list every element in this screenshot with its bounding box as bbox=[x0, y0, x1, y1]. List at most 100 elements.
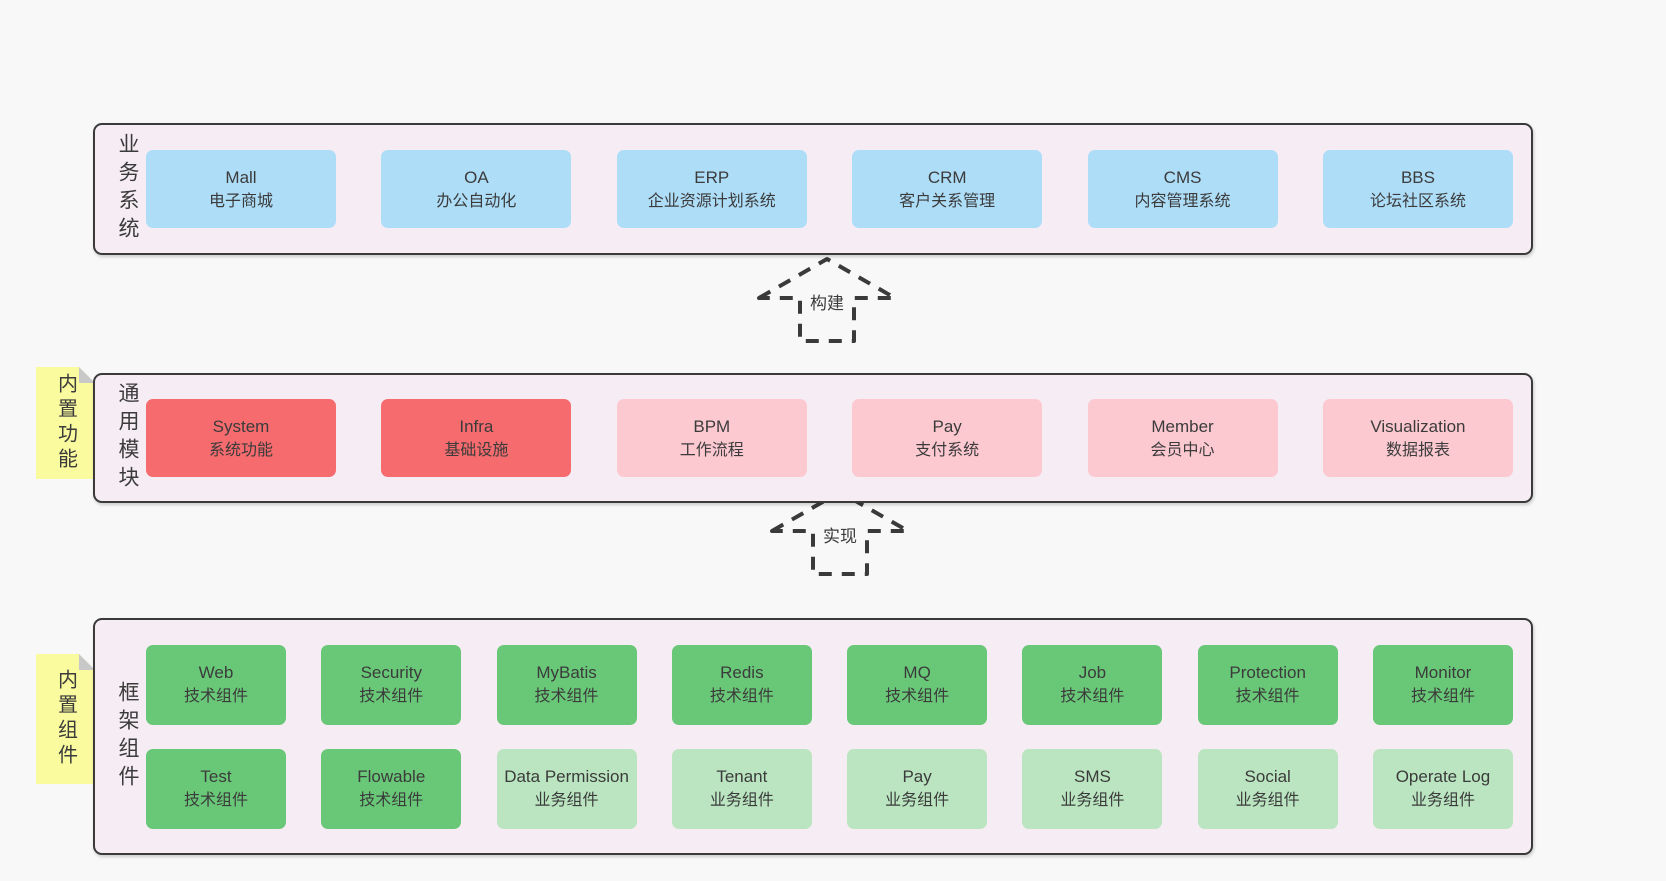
box-system: System 系统功能 bbox=[146, 399, 336, 477]
box-security: Security 技术组件 bbox=[321, 644, 462, 725]
box-crm: CRM 客户关系管理 bbox=[852, 150, 1043, 228]
box-subtitle: 业务组件 bbox=[709, 792, 774, 809]
box-title: Security bbox=[360, 663, 422, 682]
box-subtitle: 技术组件 bbox=[183, 688, 248, 705]
box-flowable: Flowable 技术组件 bbox=[321, 748, 462, 829]
box-title: Social bbox=[1244, 767, 1291, 786]
box-subtitle: 工作流程 bbox=[679, 441, 744, 459]
box-title: Pay bbox=[902, 767, 932, 786]
layer-label: 框架组件 bbox=[116, 680, 139, 793]
box-title: Visualization bbox=[1370, 416, 1466, 436]
box-title: Member bbox=[1151, 416, 1214, 436]
box-title: MQ bbox=[903, 663, 931, 682]
arrow-label: 构建 bbox=[806, 288, 848, 315]
box-subtitle: 业务组件 bbox=[1410, 792, 1475, 809]
box-title: CMS bbox=[1163, 167, 1202, 187]
box-subtitle: 内容管理系统 bbox=[1134, 192, 1231, 210]
box-subtitle: 技术组件 bbox=[183, 792, 248, 809]
box-title: Monitor bbox=[1414, 663, 1472, 682]
box-redis: Redis 技术组件 bbox=[671, 644, 812, 725]
box-title: Test bbox=[200, 767, 232, 786]
box-title: SMS bbox=[1073, 767, 1111, 786]
box-infra: Infra 基础设施 bbox=[381, 399, 572, 477]
box-title: OA bbox=[464, 167, 489, 187]
box-subtitle: 业务组件 bbox=[1235, 792, 1300, 809]
box-subtitle: 业务组件 bbox=[534, 792, 599, 809]
box-subtitle: 基础设施 bbox=[444, 441, 509, 459]
box-subtitle: 数据报表 bbox=[1385, 441, 1450, 459]
box-title: CRM bbox=[927, 167, 967, 187]
box-data-permission: Data Permission 业务组件 bbox=[496, 748, 637, 829]
box-title: Data Permission bbox=[504, 767, 629, 786]
sticky-note-label: 内置组件 bbox=[54, 669, 77, 769]
layer-label: 业务系统 bbox=[116, 133, 139, 245]
box-pay-component: Pay 业务组件 bbox=[847, 748, 988, 829]
layer-row: Web 技术组件 Security 技术组件 MyBatis 技术组件 Redi… bbox=[146, 644, 1513, 725]
layer-common-modules: 通用模块 System 系统功能 Infra 基础设施 BPM 工作流程 Pay… bbox=[93, 373, 1533, 503]
box-title: Job bbox=[1078, 663, 1107, 682]
box-subtitle: 企业资源计划系统 bbox=[647, 192, 776, 210]
box-title: Tenant bbox=[716, 767, 768, 786]
layer-row: Mall 电子商城 OA 办公自动化 ERP 企业资源计划系统 CRM 客户关系… bbox=[146, 150, 1513, 228]
box-title: Web bbox=[198, 663, 234, 682]
arrow-implement: 实现 bbox=[770, 489, 910, 577]
box-bpm: BPM 工作流程 bbox=[616, 399, 807, 477]
sticky-note-label: 内置功能 bbox=[54, 373, 77, 473]
box-title: System bbox=[212, 416, 270, 436]
box-title: Pay bbox=[932, 416, 962, 436]
box-subtitle: 客户关系管理 bbox=[899, 192, 996, 210]
box-visualization: Visualization 数据报表 bbox=[1322, 399, 1513, 477]
box-test: Test 技术组件 bbox=[146, 748, 286, 829]
layer-label: 通用模块 bbox=[116, 382, 139, 494]
box-subtitle: 办公自动化 bbox=[436, 192, 517, 210]
box-subtitle: 技术组件 bbox=[885, 688, 950, 705]
box-mall: Mall 电子商城 bbox=[146, 150, 336, 228]
box-pay-module: Pay 支付系统 bbox=[852, 399, 1043, 477]
box-title: Flowable bbox=[357, 767, 426, 786]
box-subtitle: 技术组件 bbox=[359, 792, 424, 809]
layer-business-systems: 业务系统 Mall 电子商城 OA 办公自动化 ERP 企业资源计划系统 CRM… bbox=[93, 123, 1533, 255]
box-title: ERP bbox=[694, 167, 730, 187]
box-member: Member 会员中心 bbox=[1087, 399, 1278, 477]
box-protection: Protection 技术组件 bbox=[1197, 644, 1338, 725]
box-mybatis: MyBatis 技术组件 bbox=[496, 644, 637, 725]
box-title: MyBatis bbox=[536, 663, 597, 682]
arrow-label: 实现 bbox=[819, 521, 861, 548]
layer-row: Test 技术组件 Flowable 技术组件 Data Permission … bbox=[146, 748, 1513, 829]
box-subtitle: 会员中心 bbox=[1150, 441, 1215, 459]
box-oa: OA 办公自动化 bbox=[381, 150, 572, 228]
box-title: Infra bbox=[459, 416, 494, 436]
box-operate-log: Operate Log 业务组件 bbox=[1372, 748, 1513, 829]
box-social: Social 业务组件 bbox=[1197, 748, 1338, 829]
box-mq: MQ 技术组件 bbox=[847, 644, 988, 725]
layer-framework-components: 框架组件 Web 技术组件 Security 技术组件 MyBatis 技术组件… bbox=[93, 618, 1533, 855]
sticky-note-builtin-features: 内置功能 bbox=[36, 367, 95, 479]
box-erp: ERP 企业资源计划系统 bbox=[616, 150, 807, 228]
sticky-note-builtin-components: 内置组件 bbox=[36, 654, 95, 784]
box-title: Redis bbox=[720, 663, 764, 682]
box-web: Web 技术组件 bbox=[146, 644, 286, 725]
box-title: BBS bbox=[1400, 167, 1435, 187]
box-bbs: BBS 论坛社区系统 bbox=[1322, 150, 1513, 228]
box-subtitle: 技术组件 bbox=[1235, 688, 1300, 705]
box-title: BPM bbox=[693, 416, 731, 436]
box-subtitle: 业务组件 bbox=[1060, 792, 1125, 809]
box-subtitle: 技术组件 bbox=[359, 688, 424, 705]
box-subtitle: 技术组件 bbox=[709, 688, 774, 705]
box-subtitle: 系统功能 bbox=[208, 441, 273, 459]
box-subtitle: 技术组件 bbox=[1410, 688, 1475, 705]
up-block-arrow-icon bbox=[770, 490, 910, 576]
box-title: Protection bbox=[1229, 663, 1306, 682]
layer-row: System 系统功能 Infra 基础设施 BPM 工作流程 Pay 支付系统… bbox=[146, 399, 1513, 477]
box-subtitle: 技术组件 bbox=[1060, 688, 1125, 705]
box-subtitle: 技术组件 bbox=[534, 688, 599, 705]
box-title: Operate Log bbox=[1395, 767, 1491, 786]
box-monitor: Monitor 技术组件 bbox=[1372, 644, 1513, 725]
up-block-arrow-icon bbox=[757, 257, 897, 343]
box-job: Job 技术组件 bbox=[1022, 644, 1163, 725]
box-subtitle: 支付系统 bbox=[915, 441, 980, 459]
box-subtitle: 业务组件 bbox=[885, 792, 950, 809]
box-sms: SMS 业务组件 bbox=[1022, 748, 1163, 829]
box-subtitle: 电子商城 bbox=[208, 192, 273, 210]
